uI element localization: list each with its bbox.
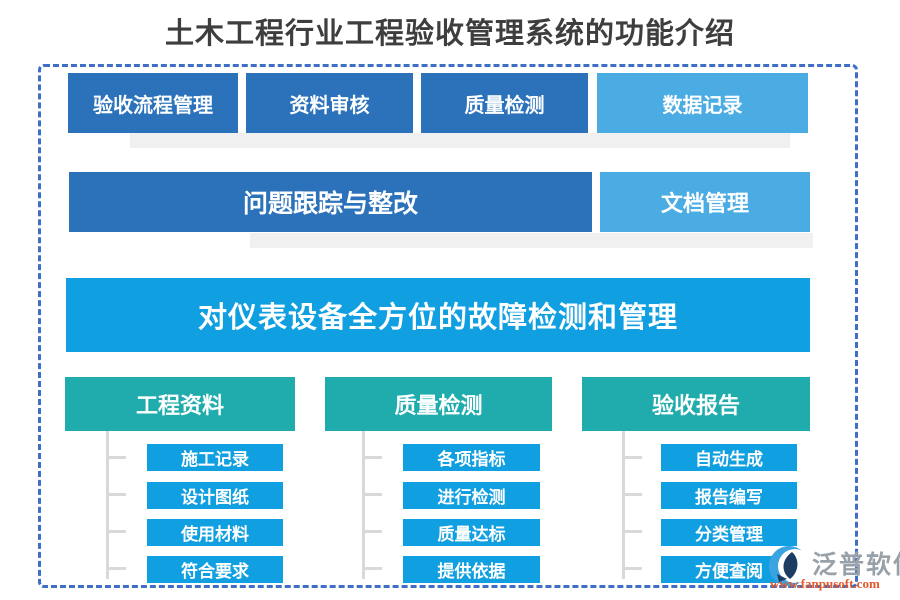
tree-line-col2 bbox=[362, 431, 365, 579]
leaf-item-category-management: 分类管理 bbox=[661, 519, 797, 546]
leaf-item-provide-basis: 提供依据 bbox=[403, 556, 540, 583]
tree-stub bbox=[106, 530, 126, 533]
leaf-item-materials-used: 使用材料 bbox=[147, 519, 283, 546]
leaf-item-all-indicators: 各项指标 bbox=[403, 444, 540, 471]
leaf-item-meets-requirements: 符合要求 bbox=[147, 556, 283, 583]
column-header-acceptance-report: 验收报告 bbox=[582, 377, 810, 431]
vendor-logo-website: www.fanpusoft.com bbox=[770, 576, 880, 591]
page-title: 土木工程行业工程验收管理系统的功能介绍 bbox=[164, 18, 735, 50]
leaf-item-design-drawings: 设计图纸 bbox=[147, 482, 283, 509]
leaf-item-quality-standard: 质量达标 bbox=[403, 519, 540, 546]
tree-stub bbox=[622, 530, 642, 533]
tree-stub bbox=[362, 493, 382, 496]
leaf-item-construction-records: 施工记录 bbox=[147, 444, 283, 471]
tree-stub bbox=[362, 567, 382, 570]
tree-stub bbox=[622, 456, 642, 459]
tree-line-col3 bbox=[622, 431, 625, 579]
vendor-logo: 泛普软件 www.fanpusoft.com bbox=[768, 545, 900, 595]
tree-stub bbox=[622, 493, 642, 496]
vendor-logo-name: 泛普软件 bbox=[812, 552, 900, 579]
leaf-item-auto-generate: 自动生成 bbox=[661, 444, 797, 471]
tree-line-col1 bbox=[106, 431, 109, 579]
fanpu-logo-icon bbox=[769, 546, 812, 586]
feature-box-quality-inspection: 质量检测 bbox=[421, 73, 588, 133]
column-header-project-files: 工程资料 bbox=[65, 377, 295, 431]
tree-stub bbox=[362, 530, 382, 533]
tree-stub bbox=[106, 493, 126, 496]
leaf-item-conduct-inspection: 进行检测 bbox=[403, 482, 540, 509]
tree-stub bbox=[106, 456, 126, 459]
banner-fault-detection: 对仪表设备全方位的故障检测和管理 bbox=[66, 278, 810, 352]
tree-stub bbox=[622, 567, 642, 570]
shadow-strip-row2 bbox=[250, 233, 813, 248]
tree-stub bbox=[106, 567, 126, 570]
column-header-quality-inspection: 质量检测 bbox=[325, 377, 552, 431]
feature-box-document-review: 资料审核 bbox=[246, 73, 413, 133]
leaf-item-report-writing: 报告编写 bbox=[661, 482, 797, 509]
feature-box-data-record: 数据记录 bbox=[597, 73, 808, 133]
dashed-frame bbox=[38, 64, 858, 588]
shadow-strip-row1 bbox=[130, 133, 790, 148]
feature-box-document-management: 文档管理 bbox=[600, 172, 810, 232]
tree-stub bbox=[362, 456, 382, 459]
feature-box-issue-tracking: 问题跟踪与整改 bbox=[69, 172, 592, 232]
feature-box-acceptance-process: 验收流程管理 bbox=[68, 73, 238, 133]
